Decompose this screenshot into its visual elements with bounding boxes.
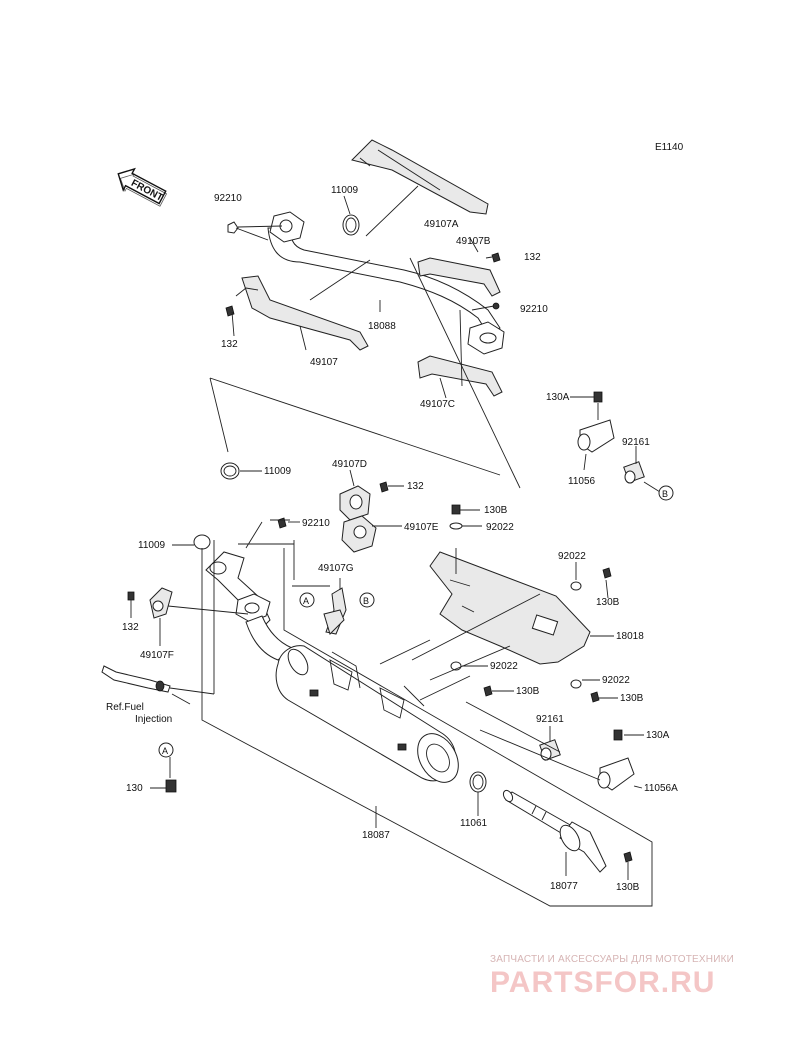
part-92210-c: 92210 xyxy=(302,518,330,529)
part-92022-c: 92022 xyxy=(490,661,518,672)
part-92210-a: 92210 xyxy=(214,193,242,204)
part-92161-b: 92161 xyxy=(536,714,564,725)
part-92022-d: 92022 xyxy=(602,675,630,686)
heat-guard-49107b xyxy=(417,257,501,297)
part-49107f: 49107F xyxy=(140,650,174,661)
front-arrow-icon: FRONT xyxy=(117,167,168,207)
bolt-130a-b xyxy=(613,729,623,741)
callout-a-mid xyxy=(299,592,315,608)
nut-92210 xyxy=(227,221,239,234)
part-49107b: 49107B xyxy=(456,236,491,247)
bolt-130 xyxy=(165,779,177,793)
part-132-c: 132 xyxy=(407,481,424,492)
bolt-130b-c xyxy=(483,685,493,697)
part-49107d: 49107D xyxy=(332,459,367,470)
callout-a-lower xyxy=(158,742,174,758)
nut-92210-c xyxy=(277,517,287,529)
washer-92022-b xyxy=(570,581,582,591)
heat-guard-49107g xyxy=(323,587,347,635)
collar-92161-lower xyxy=(539,739,561,761)
part-49107e: 49107E xyxy=(404,522,439,533)
part-18087: 18087 xyxy=(362,830,390,841)
part-11056: 11056 xyxy=(568,476,596,487)
part-132-d: 132 xyxy=(122,622,139,633)
part-18018: 18018 xyxy=(616,631,644,642)
part-92022-a: 92022 xyxy=(486,522,514,533)
part-11061: 11061 xyxy=(460,818,488,829)
part-49107a: 49107A xyxy=(424,219,459,230)
bolt-130b-e xyxy=(623,851,633,863)
heat-guard-49107a xyxy=(351,139,489,215)
part-11009-b: 11009 xyxy=(264,466,292,477)
watermark: ЗАПЧАСТИ И АКСЕССУАРЫ ДЛЯ МОТОТЕХНИКИ PA… xyxy=(490,954,734,999)
heat-shield-18018 xyxy=(429,551,591,665)
callout-a-lower-label: A xyxy=(162,746,168,756)
bolt-130b-d xyxy=(590,691,600,703)
exhaust-header-lower xyxy=(205,551,293,661)
part-11009-c: 11009 xyxy=(138,540,166,551)
ref-note-line2: Injection xyxy=(135,714,172,725)
heat-guard-49107 xyxy=(235,275,369,351)
part-49107: 49107 xyxy=(310,357,338,368)
heat-guard-49107c xyxy=(417,355,503,397)
part-49107c: 49107C xyxy=(420,399,455,410)
part-130: 130 xyxy=(126,783,143,794)
gasket-11009-mid xyxy=(220,462,240,480)
part-130b-c: 130B xyxy=(516,686,540,697)
muffler-18087 xyxy=(275,645,459,783)
bolt-130b-a xyxy=(451,504,461,515)
part-92022-b: 92022 xyxy=(558,551,586,562)
watermark-tagline: ЗАПЧАСТИ И АКСЕССУАРЫ ДЛЯ МОТОТЕХНИКИ xyxy=(490,954,734,965)
gasket-11009-low xyxy=(193,534,211,550)
exhaust-pipe-18088 xyxy=(267,211,505,355)
bolt-130a-a xyxy=(593,391,603,403)
tail-pipe-18077 xyxy=(502,789,607,873)
part-130b-d: 130B xyxy=(620,693,644,704)
bolt-132-d xyxy=(127,591,135,601)
diagram-code: E1140 xyxy=(655,142,684,153)
part-11056a: 11056A xyxy=(644,783,678,794)
washer-92022-a xyxy=(449,522,463,530)
part-92210-b: 92210 xyxy=(520,304,548,315)
bolt-132-a xyxy=(225,305,235,317)
bolt-132-b xyxy=(491,252,501,263)
part-130a-b: 130A xyxy=(646,730,670,741)
callout-b-right-label: B xyxy=(662,489,668,499)
bolt-130b-b xyxy=(602,567,612,579)
part-130b-b: 130B xyxy=(596,597,620,608)
heat-guard-49107f xyxy=(149,587,173,619)
bolt-132-c xyxy=(379,481,389,493)
fuel-injection-sensor-icon xyxy=(101,665,171,693)
collar-92161 xyxy=(623,461,645,484)
part-130b-e: 130B xyxy=(616,882,640,893)
callout-b-right xyxy=(658,485,674,501)
part-49107g: 49107G xyxy=(318,563,354,574)
washer-92022-d xyxy=(570,679,582,689)
callout-a-mid-label: A xyxy=(303,596,309,606)
bracket-11056a xyxy=(597,757,635,791)
callout-b-mid-label: B xyxy=(363,596,369,606)
ref-note-line1: Ref.Fuel xyxy=(106,702,144,713)
part-18088: 18088 xyxy=(368,321,396,332)
part-132-b: 132 xyxy=(221,339,238,350)
part-130a-a: 130A xyxy=(546,392,570,403)
bracket-11056 xyxy=(577,419,615,453)
heat-guard-49107e xyxy=(341,515,377,553)
part-18077: 18077 xyxy=(550,881,578,892)
part-11009-a: 11009 xyxy=(331,185,359,196)
callout-b-mid xyxy=(359,592,375,608)
part-92161-a: 92161 xyxy=(622,437,650,448)
heat-guard-49107d xyxy=(339,485,371,521)
part-130b-a: 130B xyxy=(484,505,508,516)
watermark-brand: PARTSFOR.RU xyxy=(490,966,715,999)
part-132-a: 132 xyxy=(524,252,541,263)
